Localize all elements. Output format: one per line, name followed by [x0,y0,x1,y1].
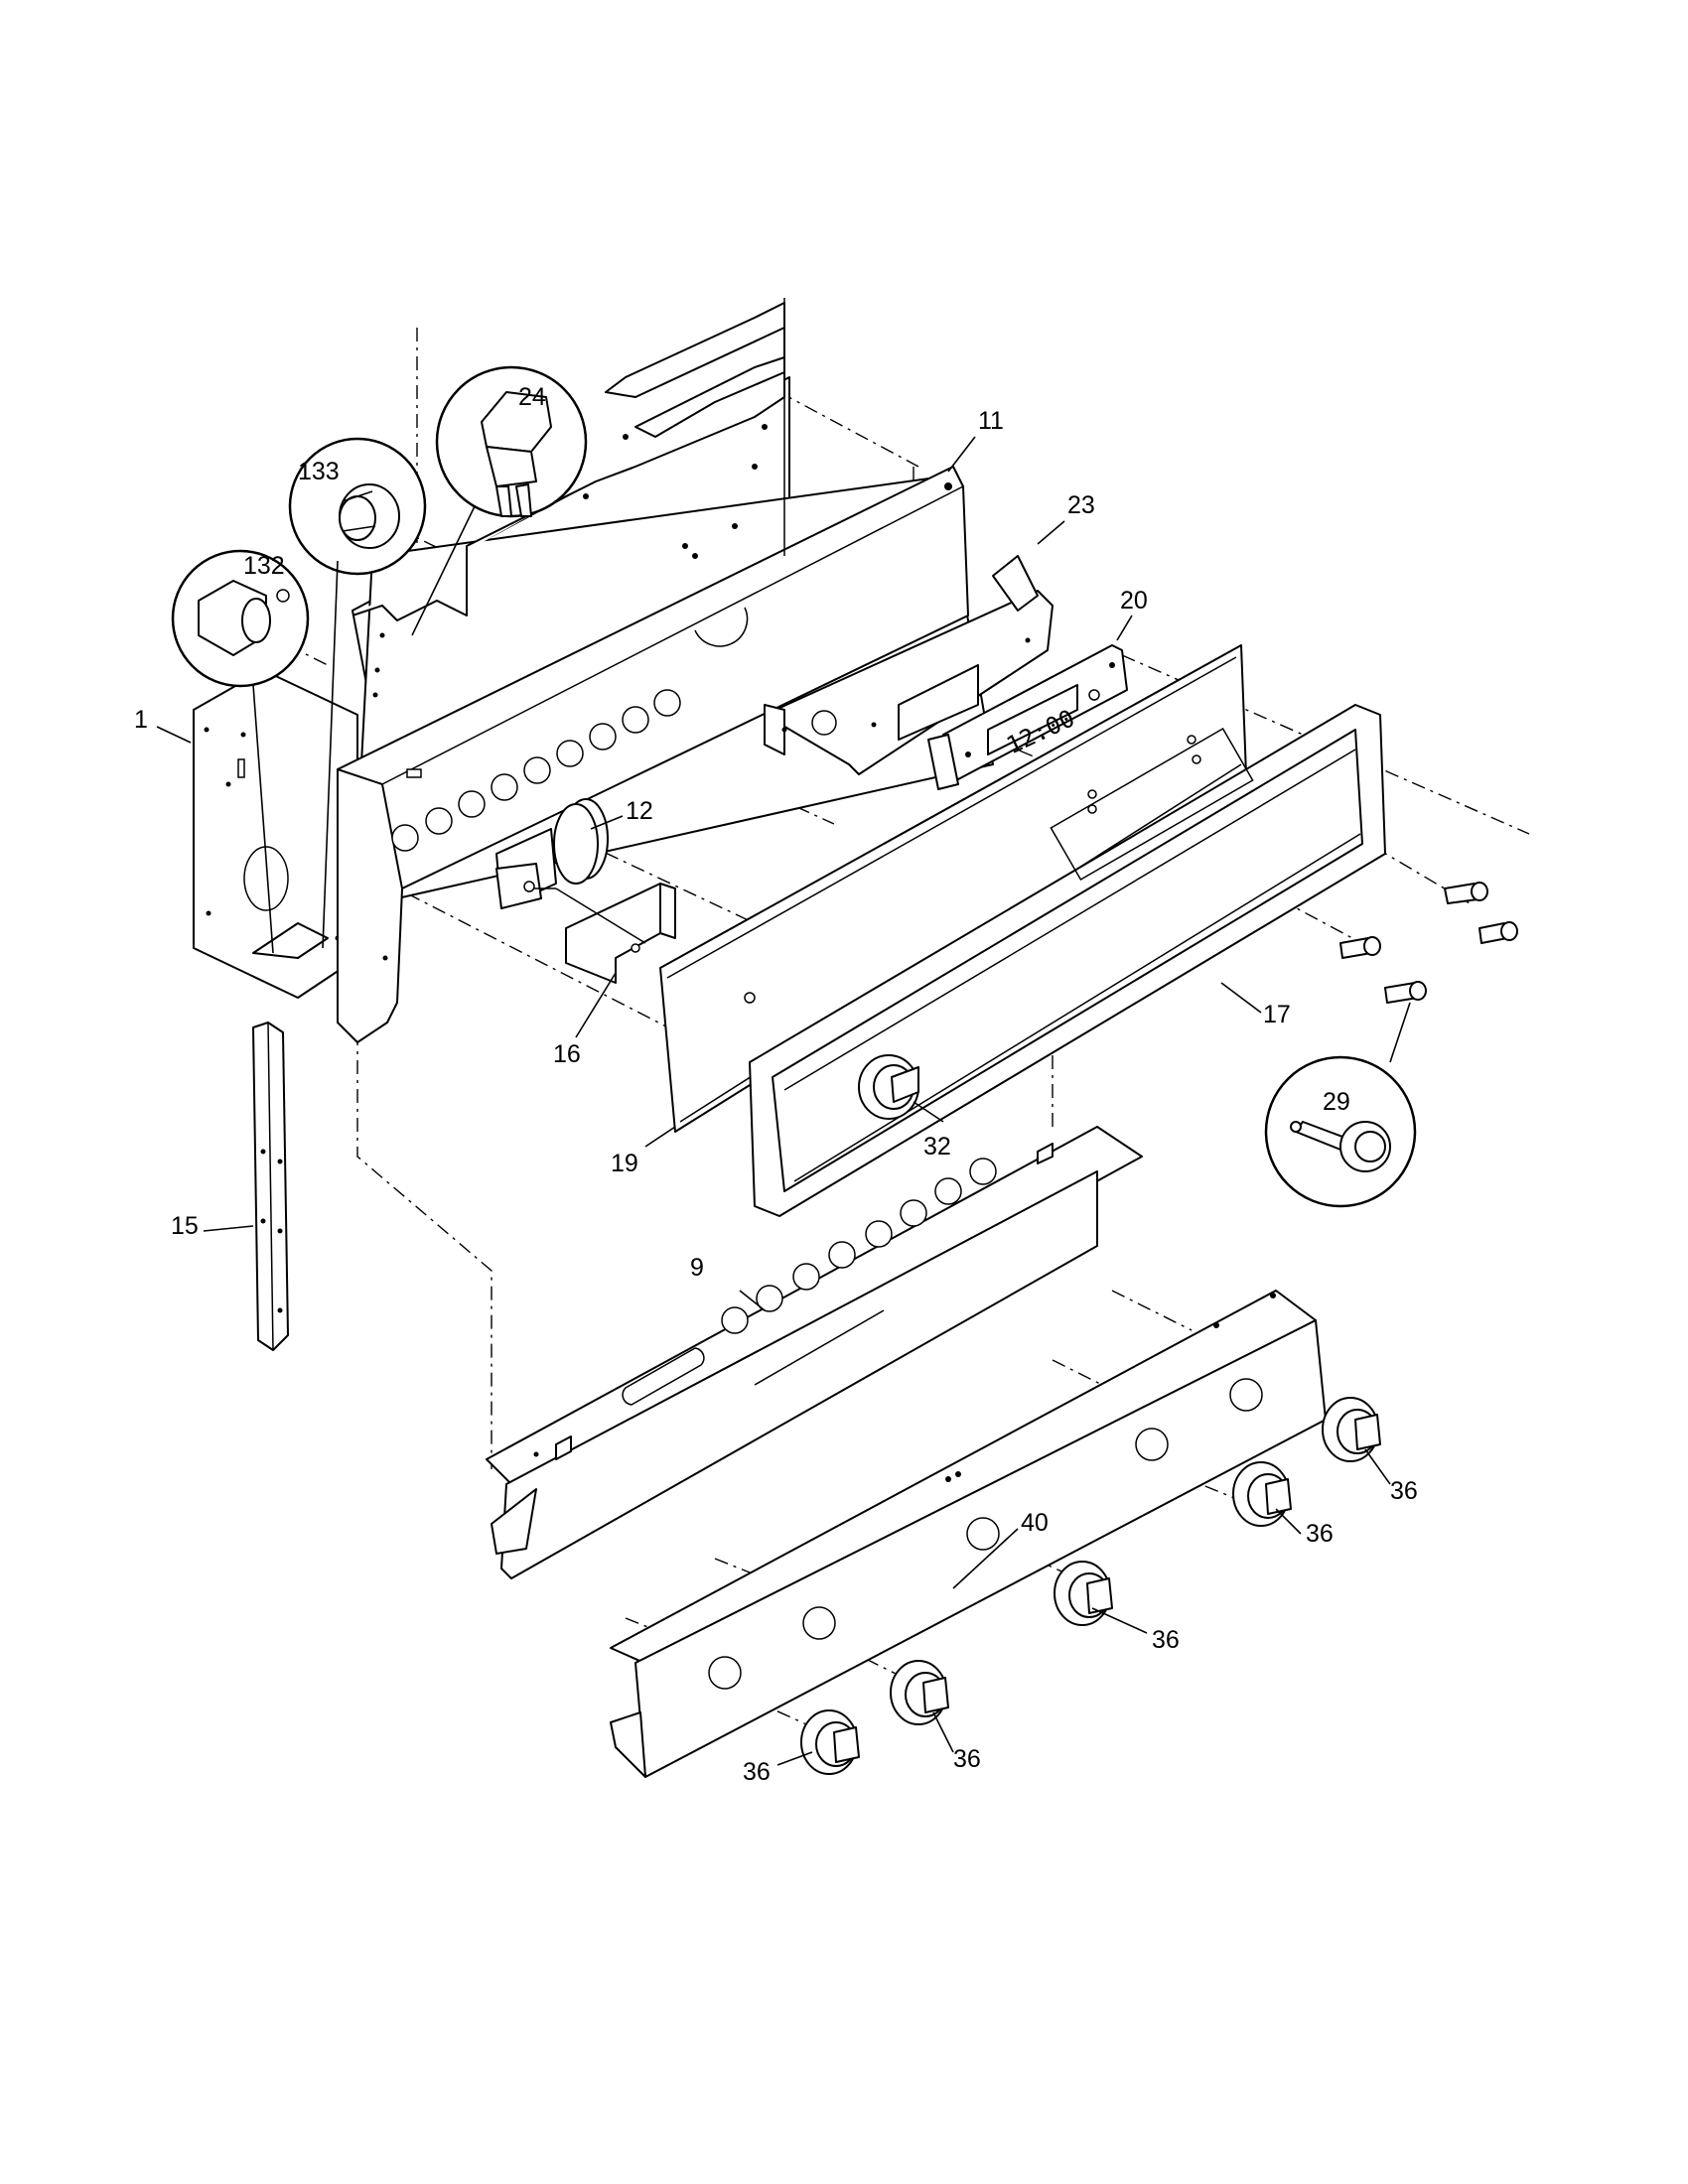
callout-36-e: 36 [743,1758,771,1786]
callout-132: 132 [243,552,285,580]
angle-bracket-part-15 [252,1022,289,1351]
callout-12: 12 [626,797,653,825]
detail-bubble-132 [171,549,310,688]
callout-40: 40 [1021,1509,1049,1537]
manifold-panel-part-9 [486,1126,1143,1579]
burner-knobs-part-36 [800,1397,1381,1775]
callout-36-d: 36 [953,1745,981,1773]
callout-9: 9 [690,1254,704,1282]
knob-2 [890,1660,949,1725]
callout-16: 16 [553,1040,581,1068]
knob-3 [1054,1561,1113,1626]
callout-36-a: 36 [1390,1477,1418,1505]
callout-29: 29 [1323,1088,1350,1116]
back-wall-panel [352,298,785,621]
knob-5 [1322,1397,1381,1462]
callout-19: 19 [611,1150,638,1177]
detail-bubble-133 [288,437,427,576]
callout-36-b: 36 [1306,1520,1334,1548]
bracket-part-16 [555,883,676,984]
clock-bracket-part-23 [764,555,1054,775]
callout-133: 133 [298,458,340,485]
detail-bubble-29 [1264,1055,1417,1208]
callout-17: 17 [1263,1001,1291,1028]
callout-20: 20 [1120,587,1148,614]
callout-labels: 1 9 11 12 15 16 17 19 20 23 29 32 36 36 … [134,383,1418,1786]
callout-32: 32 [923,1133,951,1160]
backplate-part-11 [337,376,994,1043]
detail-bubble-24 [435,365,588,518]
knob-4 [1232,1461,1292,1527]
leader-lines [156,436,1411,1766]
callout-23: 23 [1067,491,1095,519]
callout-36-c: 36 [1152,1626,1180,1654]
callout-1: 1 [134,706,148,734]
side-panel-part-1 [193,669,358,999]
rotary-switch-part-12 [495,798,609,909]
callout-24: 24 [518,383,546,411]
callout-15: 15 [171,1212,199,1240]
panel-screws [1339,882,1518,1004]
knob-1 [800,1709,860,1775]
panel-knob-part-32 [858,1054,919,1120]
callout-11: 11 [978,407,1004,435]
